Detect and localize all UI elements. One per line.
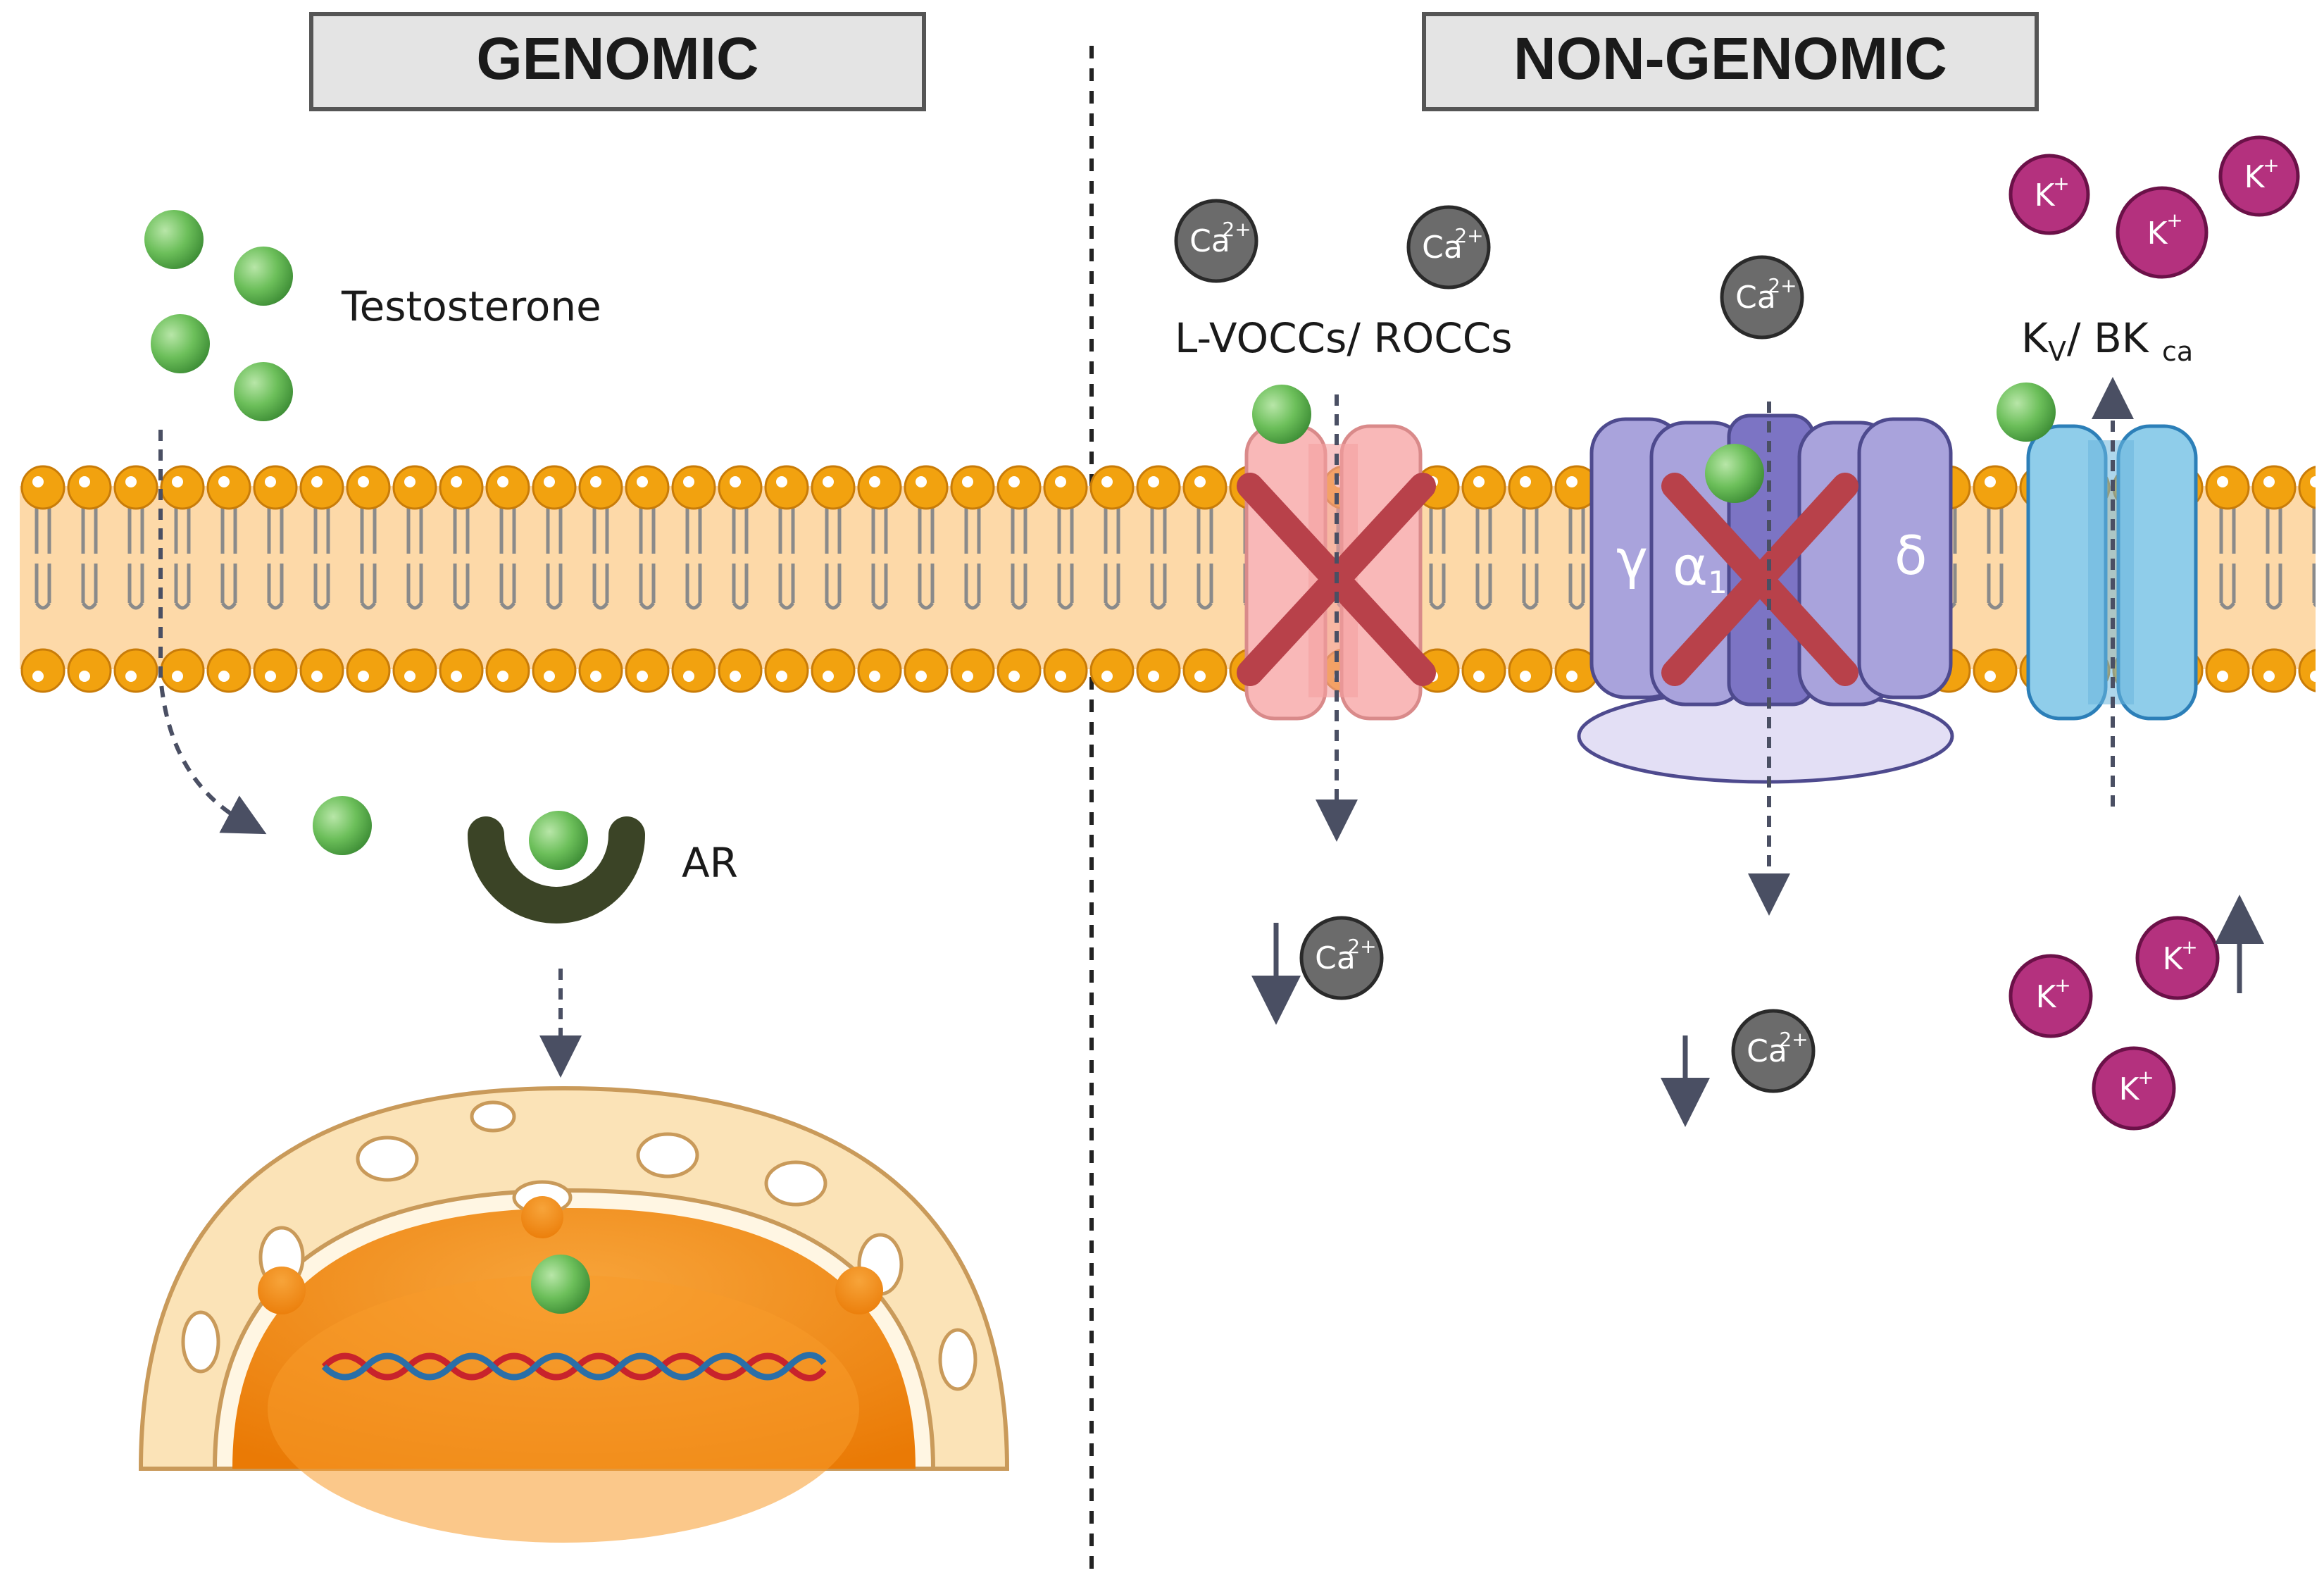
calcium-ion: 2+ Ca 2+	[1406, 205, 1491, 290]
testosterone-molecule	[151, 314, 210, 373]
potassium-ion: K +	[2116, 186, 2209, 279]
genomic-title-box: GENOMIC	[309, 12, 926, 111]
gamma-subunit-label: γ	[1616, 528, 1648, 590]
potassium-ion: K +	[2218, 135, 2300, 217]
testosterone-molecule	[144, 210, 204, 269]
svg-text:Ca: Ca	[1189, 223, 1230, 259]
nuclear-envelope-bumps	[258, 1196, 883, 1314]
alpha-subunit-index: 1	[1708, 565, 1728, 601]
testosterone-molecule	[234, 362, 293, 421]
cytoplasmic-testosterone	[313, 796, 372, 855]
diffusion-arrow	[158, 430, 267, 835]
calcium-ion: Ca 2+	[1720, 255, 1804, 340]
alpha-subunit-label: α	[1673, 535, 1708, 597]
svg-text:K: K	[2147, 216, 2168, 251]
nongenomic-title: NON-GENOMIC	[1513, 25, 1947, 92]
svg-text:Ca: Ca	[1735, 280, 1776, 316]
nuclear-testosterone-ar-complex	[531, 1255, 590, 1314]
intracellular-calcium-decrease: Ca 2+	[1661, 1009, 1816, 1127]
calcium-channels-label: L-VOCCs/ ROCCs	[1175, 314, 1513, 362]
svg-text:K: K	[2119, 1071, 2140, 1107]
bkca-label: / BK	[2067, 314, 2150, 362]
calcium-ion: Ca 2+	[1174, 199, 1258, 283]
svg-text:2+: 2+	[1454, 224, 1483, 247]
testosterone-cluster	[144, 210, 293, 421]
svg-text:Ca: Ca	[1315, 940, 1356, 976]
nucleus	[138, 1086, 1010, 1543]
intracellular-potassium-efflux: K + K + K +	[2008, 895, 2264, 1131]
genomic-title: GENOMIC	[476, 25, 758, 92]
testosterone-molecule	[234, 247, 293, 306]
androgen-receptor	[468, 811, 645, 923]
svg-text:+: +	[2137, 1066, 2154, 1089]
svg-text:Ca: Ca	[1422, 230, 1463, 266]
testosterone-label: Testosterone	[341, 282, 601, 330]
svg-text:K: K	[2244, 159, 2266, 195]
l-type-calcium-channel-complex: γ α 1 δ	[1577, 402, 1954, 916]
svg-text:+: +	[2053, 172, 2069, 195]
inhibition-cross	[1661, 473, 1858, 686]
intracellular-calcium-decrease: Ca 2+	[1251, 916, 1384, 1025]
svg-text:2+: 2+	[1768, 274, 1797, 297]
l-vocc-rocc-channel	[1237, 385, 1436, 842]
svg-text:+: +	[2263, 154, 2279, 177]
lipid-bilayer-membrane	[20, 458, 2316, 704]
svg-text:2+: 2+	[1779, 1028, 1808, 1051]
svg-text:Ca: Ca	[1747, 1033, 1787, 1069]
testosterone-bound	[1705, 444, 1764, 503]
svg-text:+: +	[2181, 935, 2197, 959]
testosterone-bound	[1252, 385, 1311, 444]
svg-text:K: K	[2036, 979, 2057, 1015]
svg-text:+: +	[2054, 973, 2070, 997]
kv-label-k: K	[2021, 314, 2049, 362]
testosterone-bound	[1997, 382, 2056, 442]
bkca-label-subscript: ca	[2162, 336, 2193, 367]
svg-text:K: K	[2163, 941, 2184, 977]
svg-text:2+: 2+	[1347, 935, 1376, 958]
delta-subunit-label: δ	[1894, 524, 1928, 587]
dna-double-helix	[321, 1352, 827, 1381]
potassium-channel	[1997, 377, 2198, 807]
svg-text:+: +	[2166, 209, 2182, 232]
svg-text:K: K	[2035, 178, 2056, 213]
potassium-ion: K +	[2008, 154, 2090, 235]
ar-label: AR	[682, 839, 738, 887]
kv-label-subscript: V	[2048, 336, 2066, 367]
svg-text:2+: 2+	[1222, 218, 1251, 241]
nongenomic-title-box: NON-GENOMIC	[1422, 12, 2039, 111]
